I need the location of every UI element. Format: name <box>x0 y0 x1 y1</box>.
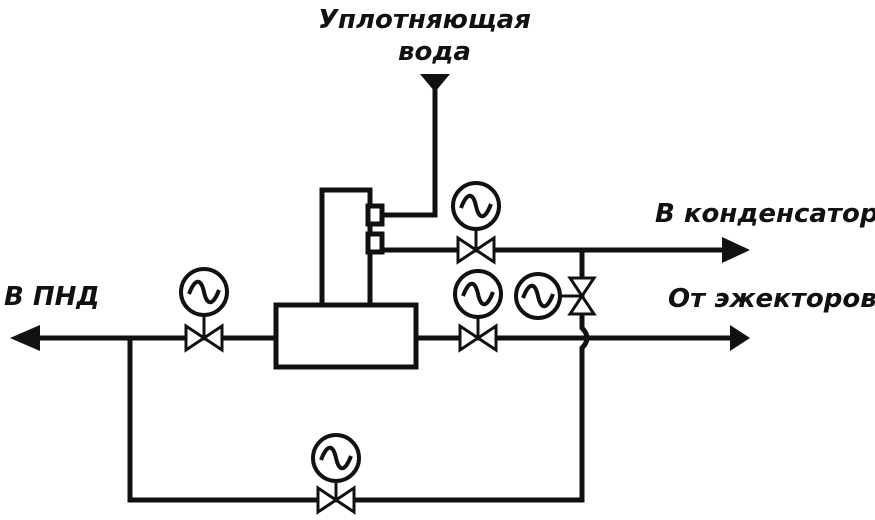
valve-link-top <box>567 276 597 299</box>
bypass-vertical-right <box>579 247 590 503</box>
to-condenser-arrow <box>722 237 750 263</box>
seal-water-pipe <box>377 85 438 218</box>
bypass-loop <box>127 335 585 503</box>
valve-condenser-left <box>456 235 479 265</box>
valve-bypass[interactable] <box>311 433 361 515</box>
valve-ejector-right <box>475 323 498 353</box>
actuator-sine-icon <box>319 445 353 471</box>
valve-lpd[interactable] <box>179 267 229 353</box>
valve-bypass-left <box>316 485 339 515</box>
valve-bypass-right <box>333 485 356 515</box>
valve-ejector-left <box>458 323 481 353</box>
horizontal-vessel <box>273 302 419 370</box>
seal-water-inlet-arrow <box>420 74 450 92</box>
valve-lpd-left <box>184 323 207 353</box>
valve-lpd-right <box>201 323 224 353</box>
actuator-sine-icon <box>461 281 495 307</box>
label-seal-water-line1: Уплотняющая <box>318 5 531 35</box>
actuator-sine-icon <box>521 283 555 309</box>
valve-condenser[interactable] <box>451 181 501 265</box>
vertical-vessel <box>319 187 373 309</box>
nozzle-condenser <box>365 231 385 255</box>
to-lpd-arrow <box>10 325 40 351</box>
label-to-condenser: В конденсатор <box>655 199 875 229</box>
valve-link[interactable] <box>514 272 597 320</box>
label-seal-water-line2: вода <box>398 37 471 67</box>
label-from-ejectors: От эжекторов <box>668 284 875 314</box>
valve-ejector-line[interactable] <box>453 269 503 353</box>
valve-link-bottom <box>567 293 597 316</box>
valve-condenser-right <box>473 235 496 265</box>
from-ejectors-arrow <box>730 325 750 351</box>
nozzle-seal-water <box>365 203 385 227</box>
actuator-sine-icon <box>459 193 493 219</box>
actuator-sine-icon <box>187 279 221 305</box>
label-to-lpd: В ПНД <box>4 282 100 312</box>
